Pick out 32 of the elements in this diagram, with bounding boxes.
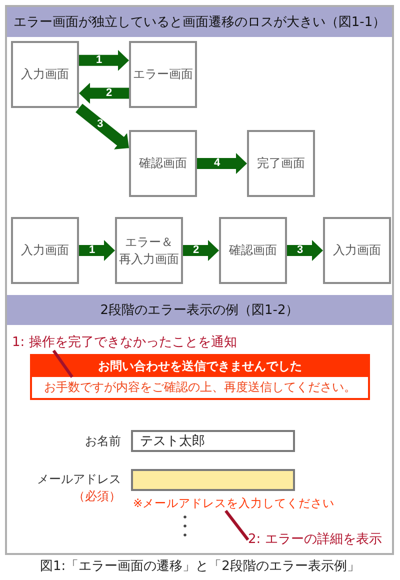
screen-box: エラー画面: [129, 41, 197, 108]
input-field: [131, 469, 295, 491]
edge-label: 3: [97, 119, 104, 130]
edge-label: 3: [297, 245, 304, 256]
section-header: 2段階のエラー表示の例（図1-2）: [7, 295, 392, 325]
input-field: テスト太郎: [131, 430, 295, 452]
section-header: エラー画面が独立していると画面遷移のロスが大きい（図1-1）: [7, 7, 392, 37]
panel-frame: [5, 5, 394, 295]
field-label: お名前: [85, 434, 121, 448]
screen-box: 完了画面: [247, 130, 315, 197]
screen-box: 確認画面: [219, 217, 287, 284]
error-text: ※メールアドレスを入力してください: [133, 497, 335, 511]
field-label: メールアドレス: [37, 472, 121, 486]
required-label: （必須）: [73, 489, 121, 504]
panel-frame: [5, 295, 394, 555]
edge-label: 1: [89, 245, 96, 256]
caption: 図1:「エラー画面の遷移」と「2段階のエラー表示例」: [40, 559, 360, 575]
annotation-text: 2: エラーの詳細を表示: [248, 532, 382, 548]
screen-box: 入力画面: [11, 217, 79, 284]
error-message-box: [30, 354, 370, 400]
edge-label: 4: [214, 158, 220, 169]
screen-box: エラー＆再入力画面: [115, 217, 183, 284]
edge-label: 1: [96, 54, 102, 66]
leader-line: [224, 510, 250, 541]
edge-label: 2: [193, 245, 200, 256]
error-title-bar: お問い合わせを送信できませんでした: [32, 356, 368, 377]
screen-box: 入力画面: [323, 217, 391, 284]
screen-box: 入力画面: [11, 41, 79, 108]
screen-box: 確認画面: [129, 130, 197, 197]
error-message-text: お手数ですが内容をご確認の上、再度送信してください。: [44, 379, 356, 396]
annotation-text: 1: 操作を完了できなかったことを通知: [12, 335, 237, 351]
edge-label: 2: [106, 88, 112, 99]
